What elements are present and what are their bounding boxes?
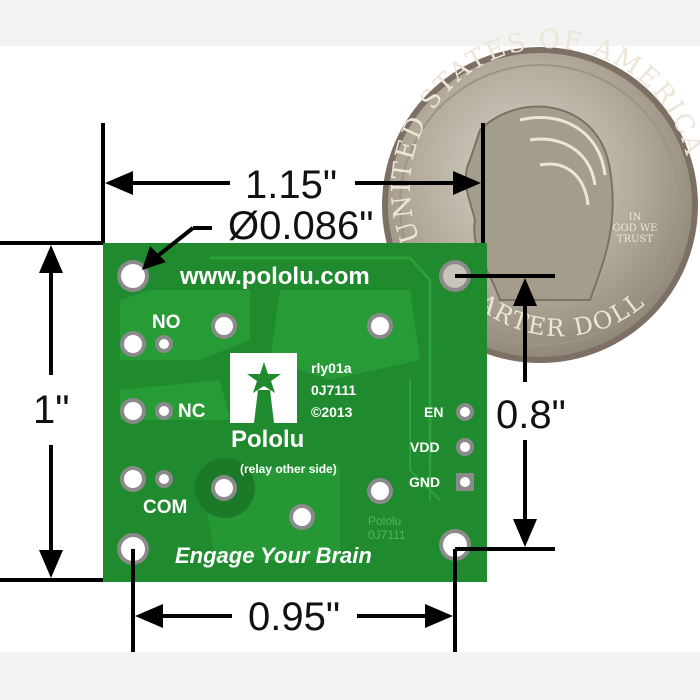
dimension-hole-diameter: Ø0.086" [228, 204, 374, 248]
arrowhead-icon [105, 171, 133, 195]
pcb-slogan: Engage Your Brain [175, 543, 372, 568]
pcb-part-number: rly01a [311, 360, 352, 376]
arrowhead-icon [513, 278, 537, 306]
arrowhead-icon [39, 245, 63, 273]
pcb-label-nc: NC [178, 401, 206, 422]
pcb-lot-code: 0J7111 [311, 382, 357, 398]
arrowhead-icon [142, 246, 166, 270]
dimension-width: 1.15" [245, 163, 338, 207]
coin-motto-2: GOD WE [613, 223, 658, 234]
pcb-brand: Pololu [231, 426, 305, 453]
coin-portrait [464, 105, 614, 301]
dimension-hole-spacing-vertical: 0.8" [496, 393, 566, 437]
pcb-faint-brand: Pololu [368, 514, 402, 528]
pcb-copyright: ©2013 [311, 404, 353, 420]
dimension-height: 1" [33, 388, 70, 432]
dimension-hole-spacing-horizontal: 0.95" [248, 595, 341, 639]
pcb-url: www.pololu.com [180, 263, 370, 290]
mounting-hole-top-left [117, 260, 149, 292]
coin-motto-1: IN [629, 212, 642, 223]
pcb-note: (relay other side) [240, 462, 337, 476]
pololu-logo-icon [230, 353, 297, 423]
pcb-label-com: COM [143, 497, 188, 518]
pcb-pin-vdd: VDD [410, 439, 440, 455]
arrowhead-icon [425, 604, 453, 628]
arrowhead-icon [39, 550, 63, 578]
pcb-pin-en: EN [424, 404, 444, 420]
pcb-pin-gnd: GND [409, 474, 441, 490]
arrowhead-icon [513, 519, 537, 547]
arrowhead-icon [135, 604, 163, 628]
pcb-faint-code: 0J7111 [368, 528, 406, 542]
coin-motto-3: TRUST [617, 234, 653, 245]
pcb-label-no: NO [152, 312, 181, 333]
arrowhead-icon [453, 171, 481, 195]
